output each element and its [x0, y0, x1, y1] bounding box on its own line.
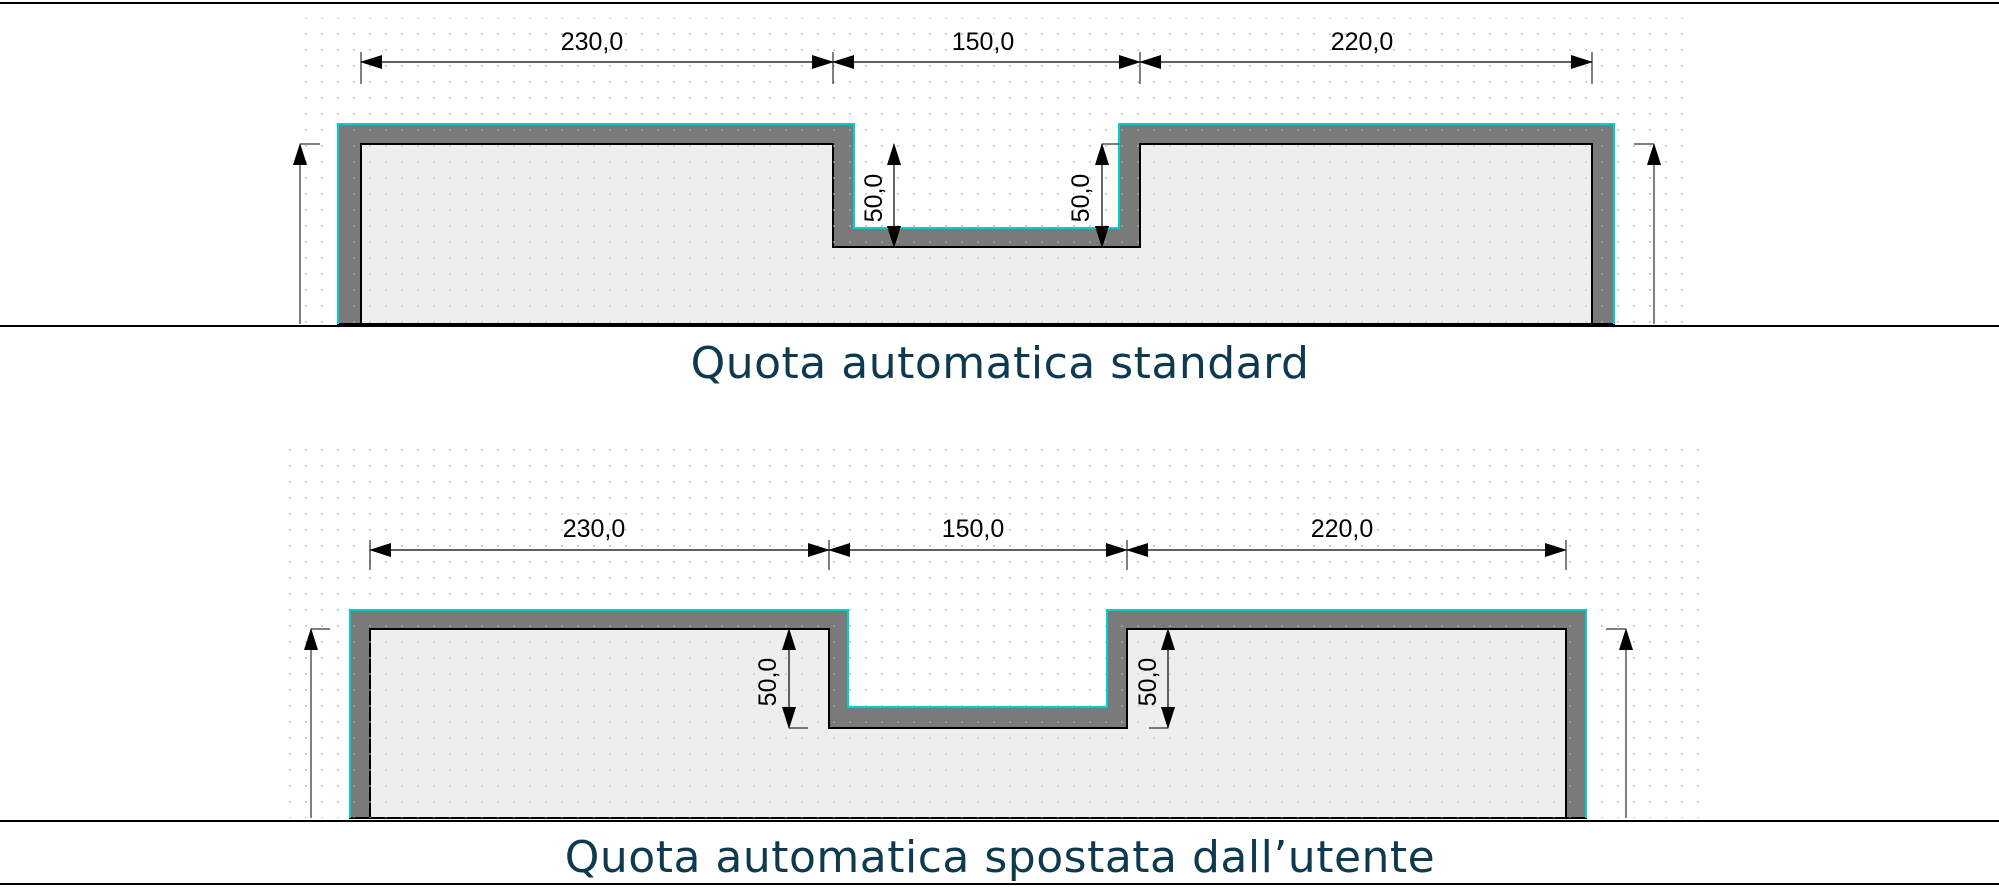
- horizontal-dimension-chain: 230,0 150,0 220,0: [360, 28, 1593, 84]
- panel-user-moved: 230,0 150,0 220,0 50,0 50,0: [288, 446, 1708, 819]
- outer-vertical-dims-2: [304, 628, 1633, 818]
- caption-user-moved: Quota automatica spostata dall’utente: [565, 832, 1435, 883]
- dim-label-2: 150,0: [952, 28, 1015, 56]
- dim-label-depth-right-2: 50,0: [1134, 658, 1162, 707]
- vertical-dimension-left-2: 50,0: [754, 628, 808, 729]
- dim-label-3: 220,0: [1331, 28, 1394, 56]
- dim-label-1b: 230,0: [563, 515, 626, 543]
- dim-label-1: 230,0: [561, 28, 624, 56]
- dim-label-depth-left-2: 50,0: [754, 658, 782, 707]
- wall-highlight: [337, 123, 1615, 324]
- dim-label-3b: 220,0: [1311, 515, 1374, 543]
- caption-standard: Quota automatica standard: [691, 338, 1310, 389]
- dim-label-2b: 150,0: [942, 515, 1005, 543]
- dim-label-depth-right: 50,0: [1067, 174, 1095, 223]
- panel-standard: 230,0 150,0 220,0 50,0 50,0: [293, 18, 1690, 325]
- wall-highlight-2: [349, 609, 1587, 818]
- vertical-dimension-right: 50,0: [1067, 143, 1119, 248]
- vertical-dimension-right-2: 50,0: [1134, 628, 1175, 729]
- dim-label-depth-left: 50,0: [860, 174, 888, 223]
- vertical-dimension-left: 50,0: [860, 143, 901, 248]
- outer-vertical-dims: [293, 143, 1661, 324]
- horizontal-dimension-chain-2: 230,0 150,0 220,0: [369, 515, 1567, 570]
